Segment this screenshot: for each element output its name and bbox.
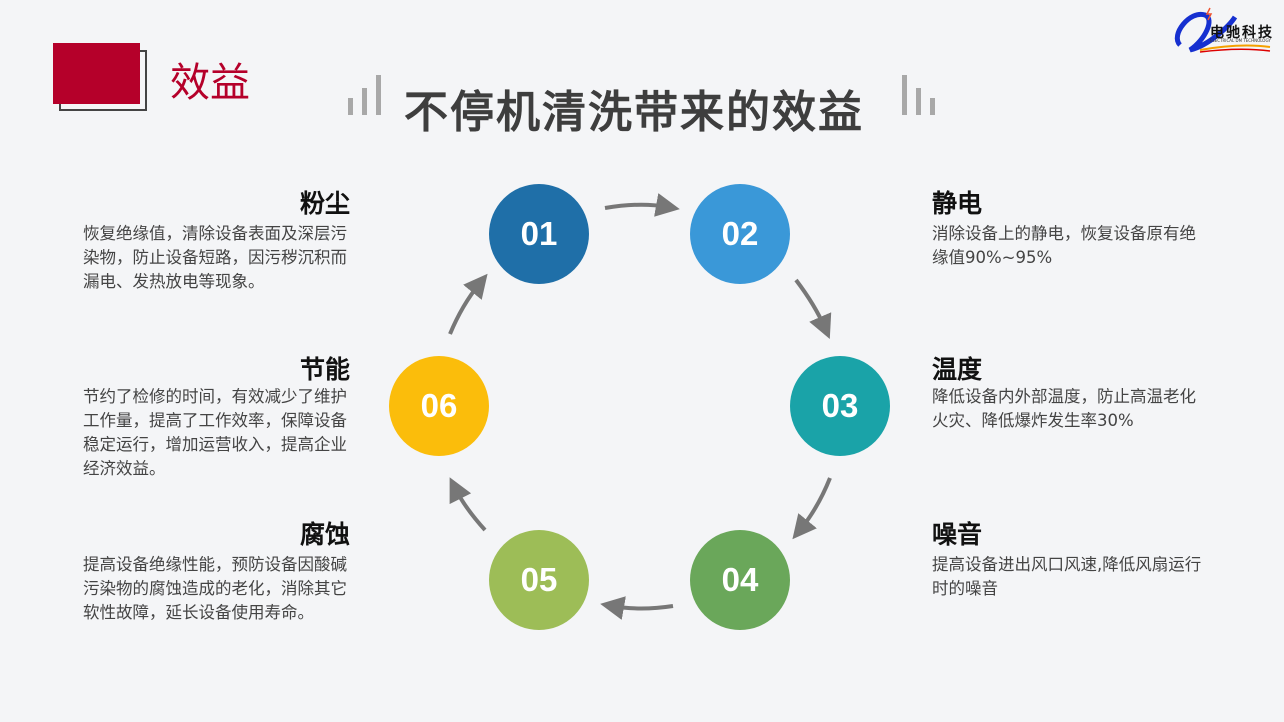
arrow-6-1 <box>448 273 488 335</box>
step-circle-01: 01 <box>489 184 589 284</box>
decor-bar <box>902 75 907 115</box>
step-circle-04: 04 <box>690 530 790 630</box>
section-title: 效益 <box>170 60 250 106</box>
decor-bar <box>362 88 367 115</box>
step-desc-temperature: 降低设备内外部温度，防止高温老化火灾、降低爆炸发生率30% <box>932 387 1196 430</box>
step-desc-noise: 提高设备进出风口风速,降低风扇运行时的噪音 <box>932 555 1202 598</box>
arrow-1-2 <box>604 193 680 217</box>
arrow-5-6 <box>449 477 487 532</box>
arrow-3-4 <box>792 477 832 540</box>
step-circle-03: 03 <box>790 356 890 456</box>
step-title-energy: 节能 <box>299 355 350 384</box>
step-title-temperature: 温度 <box>932 355 983 384</box>
step-desc-dust: 恢复绝缘值，清除设备表面及深层污染物，防止设备短路，因污秽沉积而漏电、发热放电等… <box>83 224 347 291</box>
step-circle-06: 06 <box>389 356 489 456</box>
decor-bar <box>930 98 935 115</box>
step-desc-corrosion: 提高设备绝缘性能，预防设备因酸碱污染物的腐蚀造成的老化，消除其它软性故障，延长设… <box>83 555 347 622</box>
decor-bar <box>376 75 381 115</box>
step-desc-static: 消除设备上的静电，恢复设备原有绝缘值90%~95% <box>932 224 1196 267</box>
step-title-dust: 粉尘 <box>299 189 350 218</box>
step-title-corrosion: 腐蚀 <box>299 520 350 549</box>
page-title: 不停机清洗带来的效益 <box>404 87 864 138</box>
arrow-4-5 <box>600 596 674 620</box>
step-desc-energy: 节约了检修的时间，有效减少了维护工作量，提高了工作效率，保障设备稳定运行，增加运… <box>83 387 347 478</box>
company-logo: 电驰科技 ELECTRICAL DM TECHNOLOGY <box>1170 5 1280 55</box>
section-block <box>53 43 140 104</box>
step-title-noise: 噪音 <box>932 520 983 549</box>
step-title-static: 静电 <box>932 189 983 218</box>
arrow-2-3 <box>794 278 832 340</box>
step-circle-05: 05 <box>489 530 589 630</box>
decor-bar <box>916 88 921 115</box>
decor-bar <box>348 98 353 115</box>
step-circle-02: 02 <box>690 184 790 284</box>
logo-swoosh-icon <box>1175 7 1271 53</box>
